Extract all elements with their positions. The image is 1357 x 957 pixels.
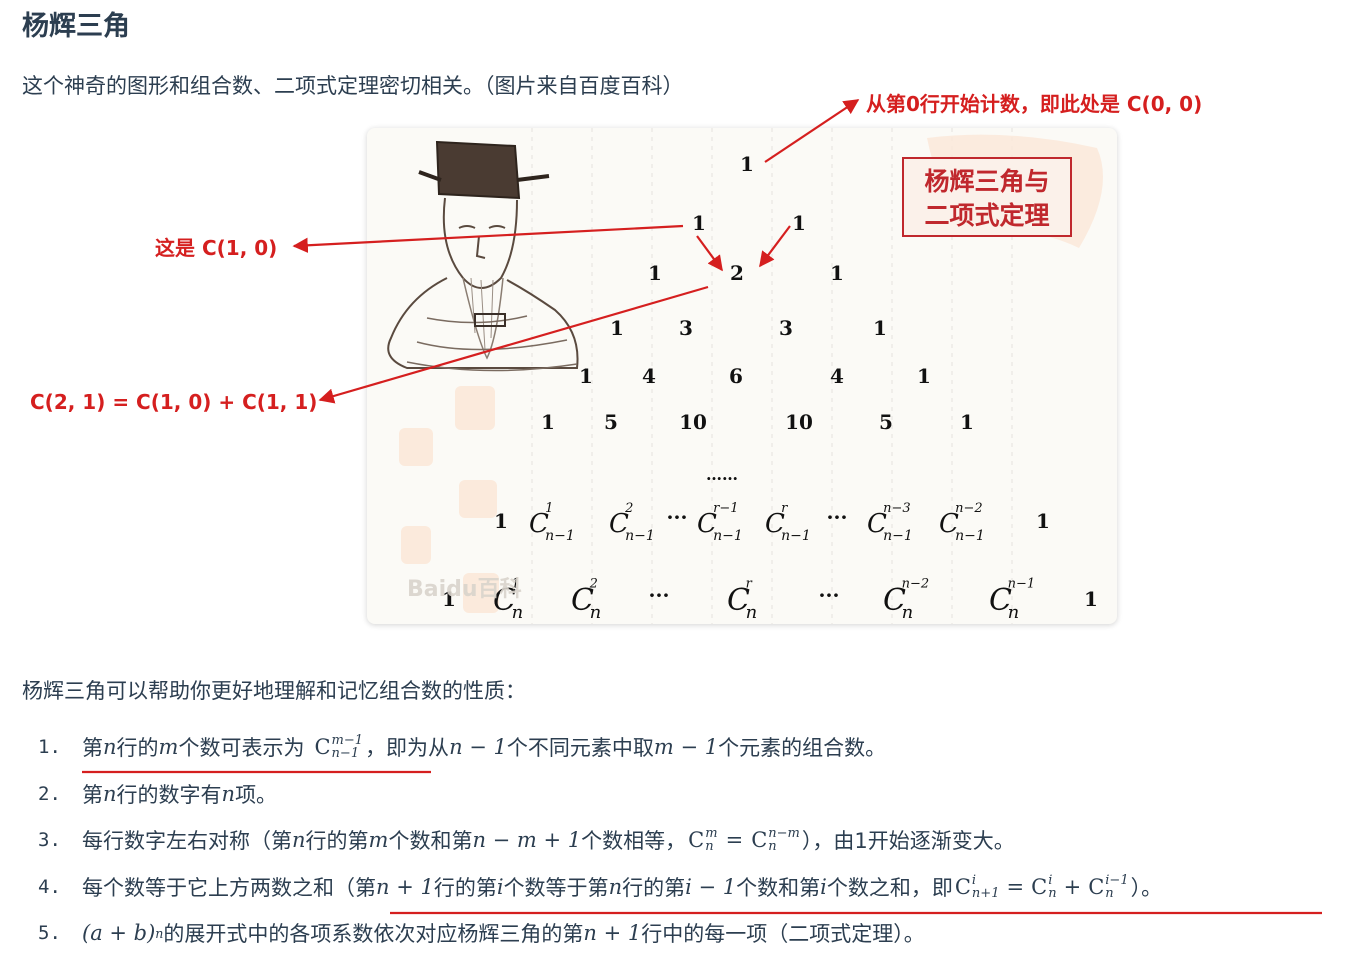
triangle-number: 1 [1036, 509, 1050, 533]
comb-subscript: n−1 [545, 528, 575, 544]
comb-subscript: n [1008, 602, 1020, 623]
triangle-number: 1 [494, 509, 508, 533]
page-title: 杨辉三角 [22, 11, 130, 42]
triangle-number: 10 [785, 410, 813, 434]
comb-subscript: n [512, 602, 524, 623]
comb-superscript: 1 [545, 501, 553, 516]
comb-subscript: n [902, 602, 914, 623]
annotation-c21: C(2, 1) = C(1, 0) + C(1, 1) [30, 390, 318, 414]
comb-subscript: n [590, 602, 602, 623]
comb-symbol: C [727, 583, 750, 618]
triangle-number: 1 [579, 364, 593, 388]
comb-superscript: r [746, 576, 753, 591]
triangle-number: 1 [692, 211, 706, 235]
comb-subscript: n−1 [955, 528, 985, 544]
intro-text: 这个神奇的图形和组合数、二项式定理密切相关。（图片来自百度百科） [22, 74, 684, 98]
triangle-number: 4 [830, 364, 844, 388]
comb-dots: ··· [667, 505, 688, 529]
comb-superscript: 2 [624, 501, 633, 516]
comb-dots: ··· [827, 505, 848, 529]
annotation-row-zero: 从第0行开始计数，即此处是 C(0, 0) [866, 92, 1203, 116]
comb-superscript: n−3 [883, 501, 911, 516]
triangle-number: 1 [873, 316, 887, 340]
triangle-number: 1 [648, 261, 662, 285]
triangle-number: 1 [792, 211, 806, 235]
comb-symbol: C [571, 583, 594, 618]
comb-symbol: C [697, 509, 717, 539]
triangle-number: 1 [830, 261, 844, 285]
list-index: 5. [38, 922, 61, 945]
comb-superscript: n−2 [902, 576, 930, 591]
triangle-number: 5 [604, 410, 618, 434]
comb-superscript: 2 [589, 576, 598, 591]
comb-superscript: 1 [512, 576, 520, 591]
triangle-number: 1 [610, 316, 624, 340]
list-index: 3. [38, 829, 61, 852]
triangle-number: 4 [642, 364, 656, 388]
triangle-number: 1 [917, 364, 931, 388]
comb-superscript: n−2 [955, 501, 983, 516]
properties-lead: 杨辉三角可以帮助你更好地理解和记忆组合数的性质： [22, 679, 526, 703]
comb-subscript: n−1 [713, 528, 743, 544]
triangle-number: 1 [740, 152, 754, 176]
list-index: 4. [38, 875, 61, 898]
seal-decoration [455, 386, 495, 430]
list-index: 1. [38, 736, 61, 759]
triangle-number: 1 [1084, 587, 1098, 611]
triangle-number: 10 [679, 410, 707, 434]
triangle-number: 2 [730, 261, 744, 285]
comb-symbol: C [529, 509, 549, 539]
list-index: 2. [38, 782, 61, 805]
triangle-number: 1 [442, 587, 456, 611]
seal-decoration [463, 573, 499, 613]
comb-symbol: C [989, 583, 1012, 618]
stamp-line-1: 杨辉三角与 [924, 167, 1049, 196]
title-stamp: 杨辉三角与 二项式定理 [902, 157, 1072, 237]
baidu-watermark: Baidu百科 [407, 577, 522, 602]
stamp-line-2: 二项式定理 [924, 201, 1049, 230]
comb-subscript: n−1 [883, 528, 913, 544]
seal-decoration [401, 526, 431, 564]
triangle-number: 3 [679, 316, 693, 340]
comb-subscript: n [746, 602, 758, 623]
yang-hui-portrait [387, 140, 579, 372]
comb-subscript: n−1 [625, 528, 655, 544]
triangle-ellipsis: …… [706, 465, 738, 484]
triangle-number: 1 [541, 410, 555, 434]
comb-symbol: C [493, 583, 516, 618]
annotation-c10: 这是 C(1, 0) [155, 236, 278, 260]
triangle-number: 6 [729, 364, 743, 388]
triangle-number: 1 [960, 410, 974, 434]
comb-symbol: C [609, 509, 629, 539]
comb-superscript: r [781, 501, 788, 516]
comb-dots: ··· [649, 583, 670, 607]
seal-decoration [399, 428, 433, 466]
comb-symbol: C [867, 509, 887, 539]
comb-dots: ··· [819, 583, 840, 607]
comb-superscript: n−1 [1008, 576, 1036, 591]
seal-decoration [459, 480, 497, 518]
comb-subscript: n−1 [781, 528, 811, 544]
comb-symbol: C [883, 583, 906, 618]
comb-superscript: r−1 [713, 501, 738, 516]
comb-symbol: C [765, 509, 785, 539]
comb-symbol: C [939, 509, 959, 539]
triangle-number: 5 [879, 410, 893, 434]
triangle-number: 3 [779, 316, 793, 340]
